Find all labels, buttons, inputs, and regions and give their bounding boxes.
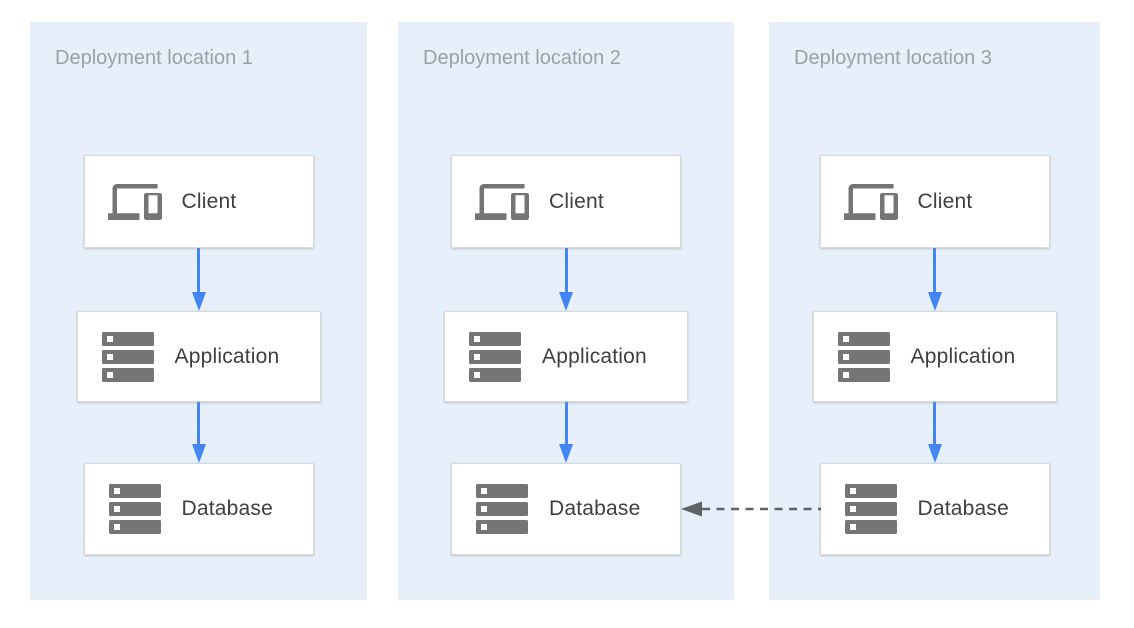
down-arrow (559, 248, 573, 311)
arrow-head (191, 292, 206, 311)
node-label: Application (910, 344, 1016, 368)
devices-icon (471, 175, 533, 229)
down-arrow (191, 402, 206, 463)
node-label: Client (181, 189, 237, 213)
deployment-location-2-panel: Deployment location 2 Client Application (398, 22, 734, 600)
arrow-line (564, 402, 568, 446)
devices-icon (104, 175, 166, 229)
arrow-line (933, 248, 936, 294)
devices-icon (840, 175, 902, 229)
server-icon (104, 484, 166, 534)
server-icon (471, 484, 533, 534)
arrow-head (191, 444, 206, 463)
node-label: Database (549, 497, 641, 520)
database-node: Database (819, 463, 1050, 555)
arrow-line (197, 402, 200, 446)
node-label: Client (917, 189, 973, 213)
panel-title: Deployment location 1 (55, 47, 253, 69)
arrow-head (927, 292, 942, 311)
down-arrow (927, 248, 942, 311)
arrow-head (927, 444, 942, 463)
client-node: Client (819, 155, 1050, 248)
database-node: Database (451, 463, 681, 555)
down-arrow (559, 402, 573, 463)
deployment-location-1-panel: Deployment location 1 Client Application (30, 22, 367, 600)
node-label: Database (181, 497, 273, 520)
down-arrow (927, 402, 942, 463)
node-label: Client (549, 189, 604, 213)
application-node: Application (76, 311, 321, 402)
arrow-line (933, 402, 936, 446)
client-node: Client (83, 155, 314, 248)
panel-title: Deployment location 2 (423, 47, 621, 69)
server-icon (464, 331, 526, 382)
arrow-head (559, 292, 573, 311)
server-icon (97, 331, 159, 382)
down-arrow (191, 248, 206, 311)
application-node: Application (444, 311, 688, 402)
node-label: Application (542, 344, 647, 368)
arrow-head (559, 444, 573, 463)
panel-title: Deployment location 3 (794, 47, 992, 69)
database-node: Database (83, 463, 314, 555)
dashed-arrow (681, 501, 821, 517)
application-node: Application (812, 311, 1057, 402)
node-label: Database (917, 497, 1009, 520)
arrow-line (564, 248, 568, 294)
client-node: Client (451, 155, 681, 248)
node-label: Application (174, 344, 280, 368)
deployment-location-3-panel: Deployment location 3 Client Application (769, 22, 1100, 600)
server-icon (840, 484, 902, 534)
arrow-line (197, 248, 200, 294)
server-icon (833, 331, 895, 382)
